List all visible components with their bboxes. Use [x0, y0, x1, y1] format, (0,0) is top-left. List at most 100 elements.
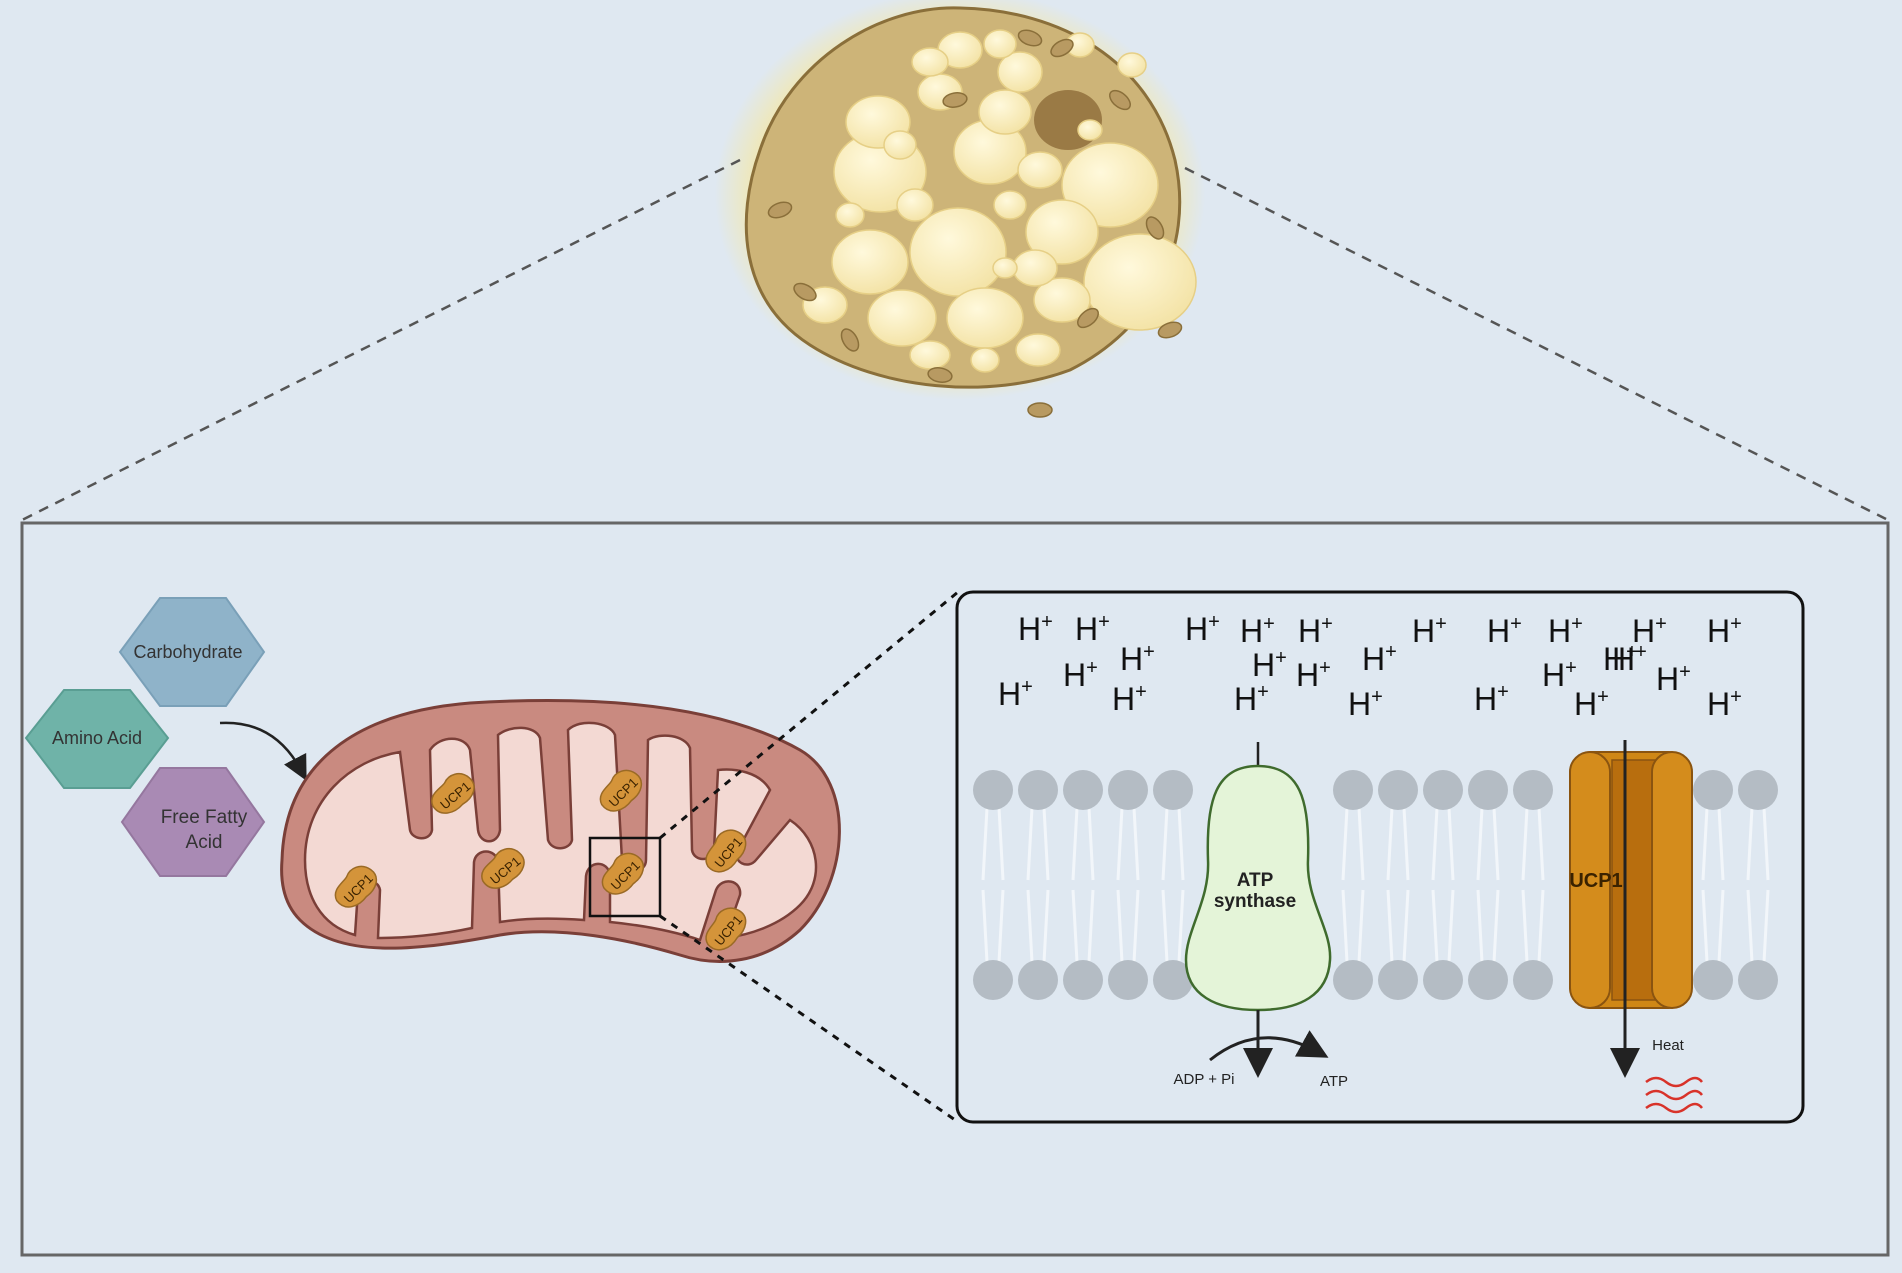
- lipid-tail: [1762, 889, 1770, 963]
- lipid-head: [973, 770, 1013, 810]
- lipid-tail: [1341, 807, 1349, 881]
- free-fatty-acid-label-line2: Acid: [186, 832, 223, 853]
- lipid-head: [1468, 770, 1508, 810]
- lipid-head: [1738, 770, 1778, 810]
- membrane-zoom-line-bottom: [659, 914, 959, 1124]
- cell-mitochondrion: [1145, 216, 1165, 240]
- lipid-droplet: [993, 190, 1027, 220]
- lipid-droplet: [970, 347, 1000, 373]
- lipid-tail: [1132, 889, 1140, 963]
- adp-to-atp-arrow: [1209, 1030, 1329, 1062]
- nutrient-inputs: Carbohydrate Amino Acid Free Fatty Acid: [24, 597, 307, 877]
- ucp1-left-helix: [1569, 751, 1611, 1009]
- lipid-head: [1063, 770, 1103, 810]
- lipid-tail: [1132, 807, 1140, 881]
- lipid-head: [1693, 960, 1733, 1000]
- lipid-head: [1513, 960, 1553, 1000]
- lipid-tail: [1161, 889, 1169, 963]
- lipid-head: [973, 960, 1013, 1000]
- lipid-droplet: [1077, 119, 1103, 141]
- lipid-tail: [1537, 807, 1545, 881]
- lipid-head: [1423, 770, 1463, 810]
- lipid-tail: [1717, 889, 1725, 963]
- lipid-head: [1378, 960, 1418, 1000]
- lipid-tail: [1701, 807, 1709, 881]
- lipid-head: [1153, 960, 1193, 1000]
- lipid-bilayer: [973, 770, 1778, 1000]
- lipid-head: [1153, 770, 1193, 810]
- lipid-tail: [1026, 889, 1034, 963]
- lipid-tail: [1087, 807, 1095, 881]
- heat-wave-icon: [1645, 1076, 1703, 1114]
- lipid-droplet: [835, 202, 865, 228]
- carbohydrate-label: Carbohydrate: [133, 642, 242, 662]
- lipid-tail: [1071, 807, 1079, 881]
- proton-h-plus: H+: [1362, 641, 1397, 677]
- lipid-tail: [1026, 807, 1034, 881]
- zoom-line-right: [1184, 166, 1889, 522]
- lipid-tail: [1177, 807, 1185, 881]
- lipid-droplet: [997, 51, 1043, 93]
- cell-mitochondrion: [1077, 307, 1099, 329]
- ucp1-protein: UCP1: [601, 852, 645, 895]
- lipid-head: [1108, 770, 1148, 810]
- lipid-head: [1333, 770, 1373, 810]
- lipid-head: [1513, 770, 1553, 810]
- proton-h-plus: H+: [1542, 657, 1577, 693]
- lipid-head: [1693, 770, 1733, 810]
- lipid-droplet: [911, 47, 949, 77]
- cell-mitochondrion: [942, 92, 968, 108]
- lipid-tail: [1521, 807, 1529, 881]
- lipid-tail: [1476, 889, 1484, 963]
- lipid-tail: [1177, 889, 1185, 963]
- lipid-tail: [1071, 889, 1079, 963]
- adp-label: ADP + Pi: [1173, 1071, 1234, 1088]
- lipid-tail: [1161, 807, 1169, 881]
- lipid-droplet: [1033, 277, 1091, 323]
- cell-mitochondrion: [1109, 89, 1131, 111]
- lipid-tail: [1746, 807, 1754, 881]
- lipid-tail: [1537, 889, 1545, 963]
- lipid-tail: [1447, 807, 1455, 881]
- lipid-head: [1018, 960, 1058, 1000]
- amino-acid-hexagon: Amino Acid: [24, 689, 170, 789]
- proton-h-plus: H+: [1548, 613, 1583, 649]
- lipid-droplet: [867, 289, 937, 347]
- ucp1-protein: UCP1: [705, 829, 747, 873]
- lipid-tail: [1386, 889, 1394, 963]
- lipid-droplet: [1061, 142, 1159, 228]
- ucp1-channel: UCP1 Heat: [1569, 740, 1703, 1114]
- lipid-droplet: [992, 257, 1018, 279]
- lipid-head: [1378, 770, 1418, 810]
- lipid-head: [1063, 960, 1103, 1000]
- nutrient-arrow: [219, 721, 307, 781]
- lipid-droplet: [946, 287, 1024, 349]
- lipid-head: [1423, 960, 1463, 1000]
- lipid-droplet: [1117, 52, 1147, 78]
- lipid-tail: [1357, 807, 1365, 881]
- lipid-tail: [1762, 807, 1770, 881]
- lipid-head: [1108, 960, 1148, 1000]
- lipid-tail: [997, 807, 1005, 881]
- lipid-tail: [1701, 889, 1709, 963]
- lipid-droplet: [1083, 233, 1197, 331]
- cell-mitochondrion: [927, 367, 953, 383]
- atp-label: ATP: [1320, 1073, 1348, 1090]
- lipid-droplet: [1017, 151, 1063, 189]
- atp-synthase-label-line1: ATP: [1237, 870, 1274, 891]
- cell-mitochondrion: [840, 328, 860, 352]
- atp-synthase: ATP synthase ADP + Pi ATP: [1173, 742, 1348, 1090]
- lipid-tail: [1476, 807, 1484, 881]
- lipid-tail: [1116, 889, 1124, 963]
- lipid-droplet: [1015, 333, 1061, 367]
- lipid-tail: [997, 889, 1005, 963]
- lipid-droplet: [1012, 249, 1058, 287]
- lipid-tail: [1341, 889, 1349, 963]
- ucp1-right-helix: [1651, 751, 1693, 1009]
- amino-acid-label: Amino Acid: [52, 728, 142, 748]
- lipid-droplet: [983, 29, 1017, 59]
- lipid-tail: [1042, 807, 1050, 881]
- lipid-tail: [981, 889, 989, 963]
